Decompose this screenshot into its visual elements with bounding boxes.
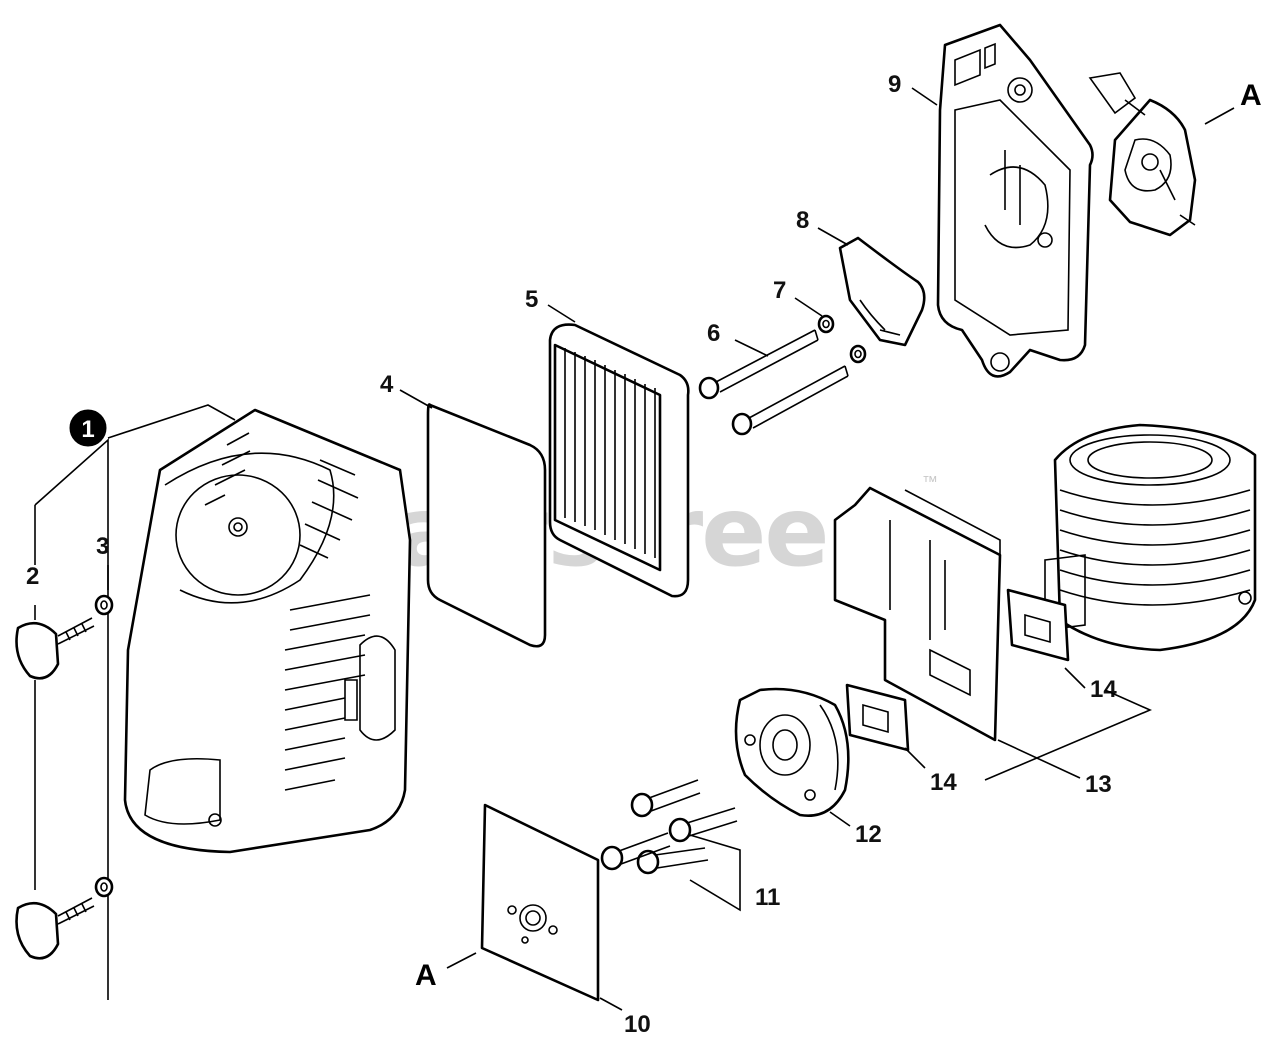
air-filter-element[interactable] (548, 323, 690, 598)
callout-11: 11 (755, 884, 780, 911)
callout-1-badge: 1 (69, 409, 107, 447)
watermark-trademark: ™ (922, 474, 938, 491)
long-bolt-upper[interactable] (698, 329, 819, 400)
callout-4: 4 (380, 371, 394, 398)
manifold-bolt-3[interactable] (630, 779, 701, 818)
engine-cylinder[interactable] (1044, 423, 1257, 652)
callout-14-lower: 14 (930, 769, 957, 796)
air-cleaner-case[interactable] (936, 23, 1094, 378)
callout-13: 13 (1085, 771, 1112, 798)
callout-1: 1 (81, 416, 94, 443)
callout-2: 2 (26, 563, 39, 590)
knob-screw-lower[interactable] (15, 897, 95, 960)
callout-14-upper: 14 (1090, 676, 1117, 703)
manifold-bolt-4[interactable] (668, 807, 738, 843)
air-cleaner-cover[interactable] (123, 408, 412, 854)
manifold-bolt-1[interactable] (636, 847, 709, 875)
callout-6: 6 (707, 320, 720, 347)
callout-5: 5 (525, 286, 538, 313)
callout-8: 8 (796, 207, 809, 234)
callout-12: 12 (855, 821, 882, 848)
washer-upper[interactable] (94, 594, 114, 616)
manifold-bolt-2[interactable] (600, 832, 671, 871)
knob-screw-upper[interactable] (15, 617, 95, 680)
choke-plate[interactable] (838, 236, 926, 347)
ref-a-bottom: A (415, 959, 437, 992)
intake-manifold[interactable] (734, 687, 850, 818)
callout-9: 9 (888, 71, 901, 98)
bolt-washer-upper[interactable] (817, 314, 835, 334)
bolt-washer-lower[interactable] (849, 344, 867, 364)
callout-10: 10 (624, 1011, 651, 1038)
washer-lower[interactable] (94, 876, 114, 898)
insulator-plate[interactable] (833, 486, 1002, 742)
manifold-gasket[interactable] (480, 803, 600, 1002)
gasket-cylinder-side[interactable] (1006, 588, 1070, 662)
callout-3: 3 (96, 533, 109, 560)
long-bolt-lower[interactable] (731, 365, 849, 436)
callout-7: 7 (773, 277, 786, 304)
air-filter-gasket[interactable] (426, 403, 547, 648)
gasket-manifold-side[interactable] (845, 683, 910, 752)
carburetor[interactable] (1088, 72, 1197, 237)
ref-a-top: A (1240, 79, 1262, 112)
